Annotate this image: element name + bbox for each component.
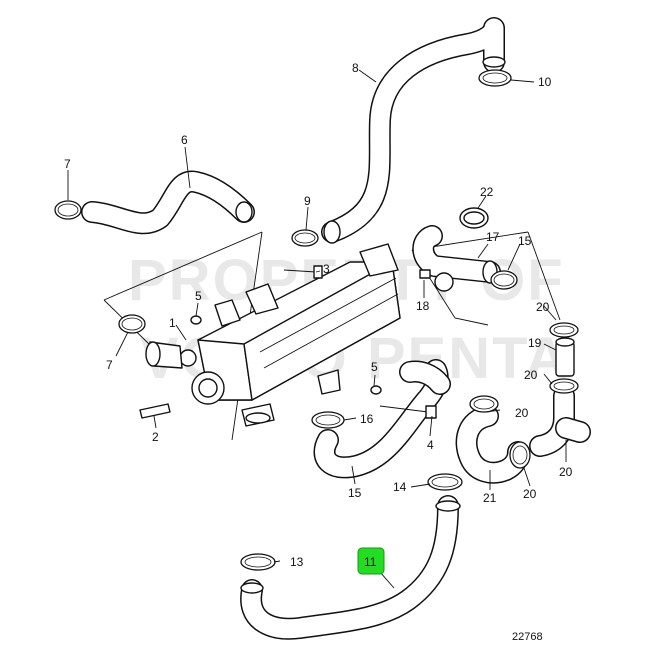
callout-16[interactable]: 17: [486, 230, 500, 244]
callout-1[interactable]: 1: [169, 316, 176, 330]
clamp-20-d: [509, 441, 531, 469]
callout-20-a[interactable]: 20: [536, 300, 550, 314]
callout-18[interactable]: 19: [528, 336, 542, 350]
diagram-reference-number: 22768: [512, 631, 543, 643]
callout-15-mid[interactable]: 16: [360, 412, 374, 426]
highlight-box[interactable]: [357, 547, 385, 575]
clamp-20-a: [549, 322, 579, 338]
callout-3[interactable]: 3: [323, 262, 330, 276]
clamp-12: [240, 553, 276, 571]
callout-20-c[interactable]: 20: [515, 406, 529, 420]
callout-7-top[interactable]: 7: [64, 157, 71, 171]
hose-clamps: [54, 69, 579, 571]
hose-6: [81, 170, 255, 235]
callout-7-left[interactable]: 7: [106, 358, 113, 372]
callout-9[interactable]: 9: [304, 194, 311, 208]
clamp-10: [478, 69, 512, 87]
hose-11: [240, 495, 461, 640]
heat-exchanger: [145, 243, 401, 427]
callout-5-lower[interactable]: 5: [371, 360, 378, 374]
callout-labels: 7 6 8 10 9 3 5 1 7 2 22 17 15 18 20 19 2…: [64, 61, 573, 569]
sleeve-18: [555, 337, 575, 377]
callout-2[interactable]: 2: [152, 430, 159, 444]
callout-11[interactable]: 11: [364, 555, 377, 569]
clamp-13: [427, 473, 463, 491]
callout-14[interactable]: 15: [348, 486, 362, 500]
clamp-15-right: [490, 270, 518, 290]
clamp-20-c: [469, 395, 499, 413]
callout-4[interactable]: 4: [427, 438, 434, 452]
clamp-9: [291, 229, 319, 247]
hose-21: [455, 405, 529, 484]
callout-15-right[interactable]: 15: [518, 234, 532, 248]
clamp-15-mid: [311, 411, 345, 429]
callout-20-b[interactable]: 20: [524, 368, 538, 382]
hose-19: [529, 385, 591, 457]
callout-6[interactable]: 6: [181, 133, 188, 147]
bolts: [139, 265, 437, 419]
callout-20-d[interactable]: 20: [523, 487, 537, 501]
callout-5-upper[interactable]: 5: [195, 289, 202, 303]
callout-8[interactable]: 8: [352, 61, 359, 75]
clamp-7-top: [54, 200, 82, 220]
elbow-16: [412, 207, 501, 292]
leader-lines: [67, 69, 567, 589]
callout-12[interactable]: 13: [290, 555, 304, 569]
hose-8: [321, 17, 506, 244]
callout-13[interactable]: 14: [393, 480, 407, 494]
callout-21[interactable]: 21: [483, 491, 497, 505]
callout-17[interactable]: 18: [416, 299, 430, 313]
callout-19[interactable]: 20: [559, 465, 573, 479]
hose-14: [313, 359, 451, 479]
callout-11-highlight[interactable]: 11: [357, 547, 385, 575]
clamp-20-b: [549, 378, 579, 394]
clamp-7-left: [118, 314, 146, 334]
callout-10[interactable]: 10: [538, 75, 552, 89]
callout-22[interactable]: 22: [480, 185, 494, 199]
